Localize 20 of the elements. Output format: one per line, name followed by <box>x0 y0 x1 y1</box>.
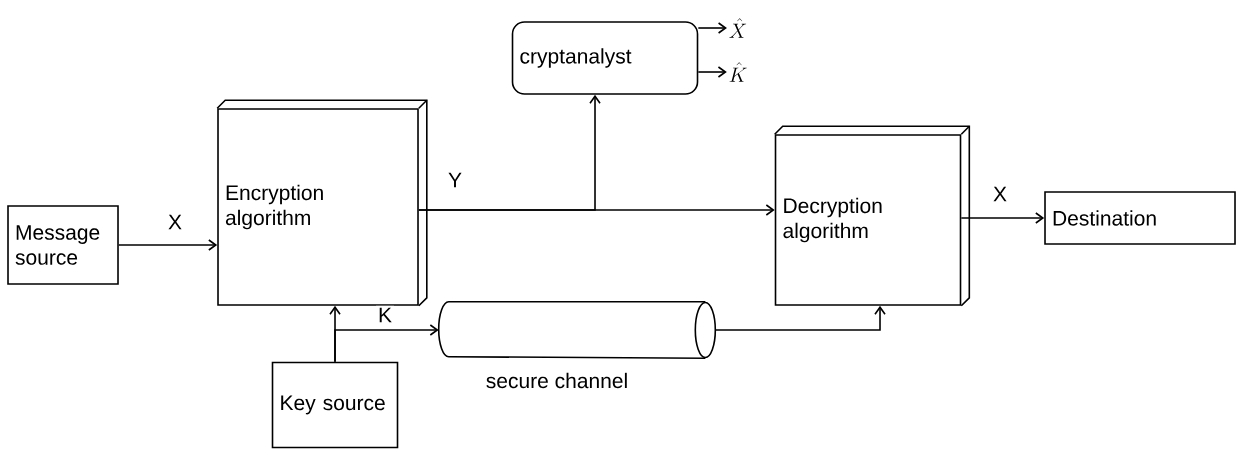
output-symbol: $\hat{X}$ <box>729 18 747 38</box>
process-box: Destination <box>1044 191 1236 245</box>
arrow <box>714 305 886 331</box>
process-box: Key source <box>271 361 399 449</box>
edge-label: Y <box>446 170 464 190</box>
edge-label: X <box>991 184 1009 204</box>
process-block: Encryption algorithm <box>216 99 428 307</box>
process-box: Message source <box>7 205 119 285</box>
node-label: secure channel <box>486 372 627 389</box>
arrow <box>697 22 727 34</box>
arrow <box>334 324 439 363</box>
channel-cylinder: secure channel <box>437 300 717 389</box>
process-block: Decryption algorithm <box>773 125 971 307</box>
process-box: cryptanalyst <box>511 21 699 95</box>
arrow <box>118 239 218 251</box>
arrow <box>697 66 727 78</box>
arrow <box>960 212 1045 224</box>
output-symbol: $\hat{K}$ <box>729 62 747 82</box>
edge-label: X <box>166 212 184 232</box>
arrow <box>418 94 601 211</box>
